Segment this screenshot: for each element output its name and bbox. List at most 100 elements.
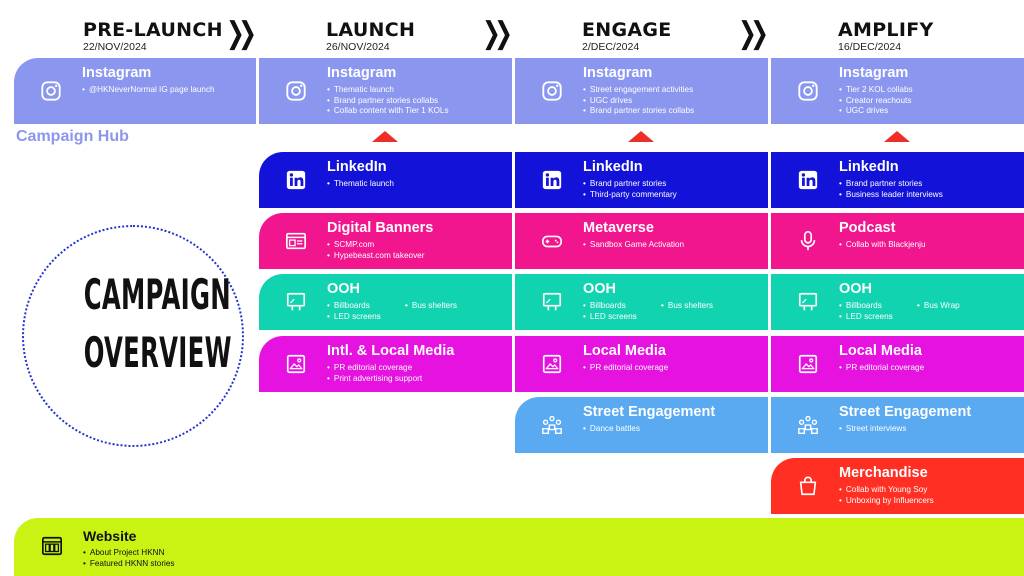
phase-title: PRE-LAUNCH	[83, 19, 223, 41]
bag-icon	[797, 475, 819, 497]
street-card-engage: Street Engagement Dance battles	[515, 397, 768, 453]
browser-icon	[41, 535, 63, 557]
card-bullets: Street interviews	[839, 424, 907, 435]
card-title: OOH	[327, 281, 361, 297]
bullet: Bus shelters	[661, 301, 713, 312]
bullet: Billboards	[327, 301, 405, 312]
bullet: Brand partner stories	[839, 179, 943, 190]
billboard-icon	[797, 291, 819, 313]
card-title: Local Media	[583, 343, 666, 359]
chevron-right-icon: ❯❯	[226, 16, 257, 51]
phase-date: 2/DEC/2024	[582, 41, 640, 53]
triangle-up-icon	[884, 131, 910, 142]
card-bullets: Tier 2 KOL collabs Creator reachouts UGC…	[839, 85, 913, 117]
bullet: Thematic launch	[327, 179, 394, 190]
linkedin-icon	[541, 169, 563, 191]
bullet: PR editorial coverage	[839, 363, 924, 374]
card-bullets: Street engagement activities UGC drives …	[583, 85, 694, 117]
card-title: OOH	[839, 281, 873, 297]
bullet: Creator reachouts	[839, 96, 913, 107]
card-bullets: Thematic launch Brand partner stories co…	[327, 85, 449, 117]
card-bullets: @HKNeverNormal IG page launch	[82, 85, 215, 96]
ooh-card-amplify: OOH Billboards Bus Wrap LED screens	[771, 274, 1024, 330]
bullet: LED screens	[583, 312, 661, 323]
card-title: OOH	[583, 281, 617, 297]
bullet: Hypebeast.com takeover	[327, 251, 425, 262]
triangle-up-icon	[628, 131, 654, 142]
card-bullets: Collab with Blackjenju	[839, 240, 926, 251]
overview-line: CAMPAIGN	[83, 270, 231, 319]
ooh-card-engage: OOH Billboards Bus shelters LED screens	[515, 274, 768, 330]
media-card-amplify: Local Media PR editorial coverage	[771, 336, 1024, 392]
card-bullets: PR editorial coverage Print advertising …	[327, 363, 422, 384]
instagram-card-engage: Instagram Street engagement activities U…	[515, 58, 768, 124]
chevron-right-icon: ❯❯	[482, 16, 513, 51]
bullet: Billboards	[583, 301, 661, 312]
card-title: Merchandise	[839, 465, 928, 481]
bullet: UGC drives	[583, 96, 694, 107]
linkedin-icon	[285, 169, 307, 191]
card-bullets: Collab with Young Soy Unboxing by Influe…	[839, 485, 934, 506]
phase-amplify: AMPLIFY 16/DEC/2024	[838, 20, 934, 53]
digital-banners-card-launch: Digital Banners SCMP.com Hypebeast.com t…	[259, 213, 512, 269]
banner-icon	[285, 230, 307, 252]
microphone-icon	[797, 230, 819, 252]
media-icon	[797, 353, 819, 375]
triangle-up-icon	[372, 131, 398, 142]
campaign-overview-title: CAMPAIGN OVERVIEW	[83, 266, 232, 382]
billboard-icon	[541, 291, 563, 313]
bullet: About Project HKNN	[83, 548, 175, 559]
bullet: Dance battles	[583, 424, 640, 435]
overview-line: OVERVIEW	[83, 328, 232, 377]
instagram-icon	[40, 80, 62, 102]
card-title: Digital Banners	[327, 220, 434, 236]
card-bullets: Billboards Bus shelters LED screens	[583, 301, 713, 322]
phase-date: 26/NOV/2024	[326, 41, 390, 53]
card-bullets: Thematic launch	[327, 179, 394, 190]
merchandise-card-amplify: Merchandise Collab with Young Soy Unboxi…	[771, 458, 1024, 514]
phase-date: 22/NOV/2024	[83, 41, 147, 53]
media-icon	[285, 353, 307, 375]
card-bullets: Brand partner stories Third-party commen…	[583, 179, 677, 200]
linkedin-icon	[797, 169, 819, 191]
bullet: Sandbox Game Activation	[583, 240, 684, 251]
card-title: Local Media	[839, 343, 922, 359]
linkedin-card-launch: LinkedIn Thematic launch	[259, 152, 512, 208]
card-bullets: Billboards Bus shelters LED screens	[327, 301, 457, 322]
campaign-hub-label: Campaign Hub	[16, 128, 129, 145]
media-card-engage: Local Media PR editorial coverage	[515, 336, 768, 392]
card-title: LinkedIn	[839, 159, 899, 175]
bullet: Unboxing by Influencers	[839, 496, 934, 507]
card-bullets: Sandbox Game Activation	[583, 240, 684, 251]
bullet: Brand partner stories collabs	[583, 106, 694, 117]
chevron-right-icon: ❯❯	[738, 16, 769, 51]
people-icon	[797, 414, 819, 436]
bullet: Third-party commentary	[583, 190, 677, 201]
bullet: Brand partner stories	[583, 179, 677, 190]
card-title: Instagram	[583, 65, 653, 81]
bullet: @HKNeverNormal IG page launch	[82, 85, 215, 96]
bullet: Bus shelters	[405, 301, 457, 312]
bullet: UGC drives	[839, 106, 913, 117]
instagram-card-launch: Instagram Thematic launch Brand partner …	[259, 58, 512, 124]
phase-engage: ENGAGE 2/DEC/2024	[582, 20, 672, 53]
bullet: LED screens	[839, 312, 917, 323]
linkedin-card-engage: LinkedIn Brand partner stories Third-par…	[515, 152, 768, 208]
card-bullets: PR editorial coverage	[583, 363, 668, 374]
overview-circle	[22, 225, 244, 447]
card-bullets: SCMP.com Hypebeast.com takeover	[327, 240, 425, 262]
card-title: Website	[83, 528, 137, 544]
card-bullets: Billboards Bus Wrap LED screens	[839, 301, 960, 322]
bullet: Thematic launch	[327, 85, 449, 96]
bullet: Bus Wrap	[917, 301, 960, 312]
card-title: Street Engagement	[839, 404, 972, 420]
bullet: Collab with Blackjenju	[839, 240, 926, 251]
instagram-icon	[541, 80, 563, 102]
metaverse-card-engage: Metaverse Sandbox Game Activation	[515, 213, 768, 269]
bullet: Brand partner stories collabs	[327, 96, 449, 107]
street-card-amplify: Street Engagement Street interviews	[771, 397, 1024, 453]
card-title: Street Engagement	[583, 404, 716, 420]
billboard-icon	[285, 291, 307, 313]
card-title: Instagram	[327, 65, 397, 81]
bullet: Billboards	[839, 301, 917, 312]
